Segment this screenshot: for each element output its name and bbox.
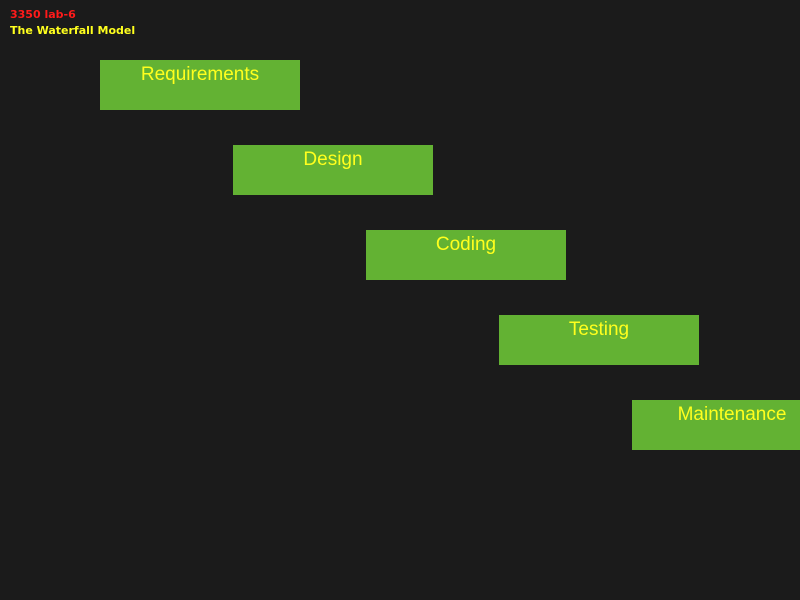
stage-label: Requirements xyxy=(140,64,260,85)
stage-label: Design xyxy=(303,149,363,170)
stage-label: Testing xyxy=(568,319,630,340)
stage-label: Coding xyxy=(435,234,497,255)
stage-box-requirements: Requirements xyxy=(100,60,300,110)
stage-box-coding: Coding xyxy=(366,230,566,280)
stage-box-design: Design xyxy=(233,145,433,195)
diagram-title: The Waterfall Model xyxy=(10,24,136,37)
stage-label: Maintenance xyxy=(677,404,787,425)
stage-box-maintenance: Maintenance xyxy=(632,400,800,450)
lab-label: 3350 lab-6 xyxy=(10,8,76,21)
stage-box-testing: Testing xyxy=(499,315,699,365)
